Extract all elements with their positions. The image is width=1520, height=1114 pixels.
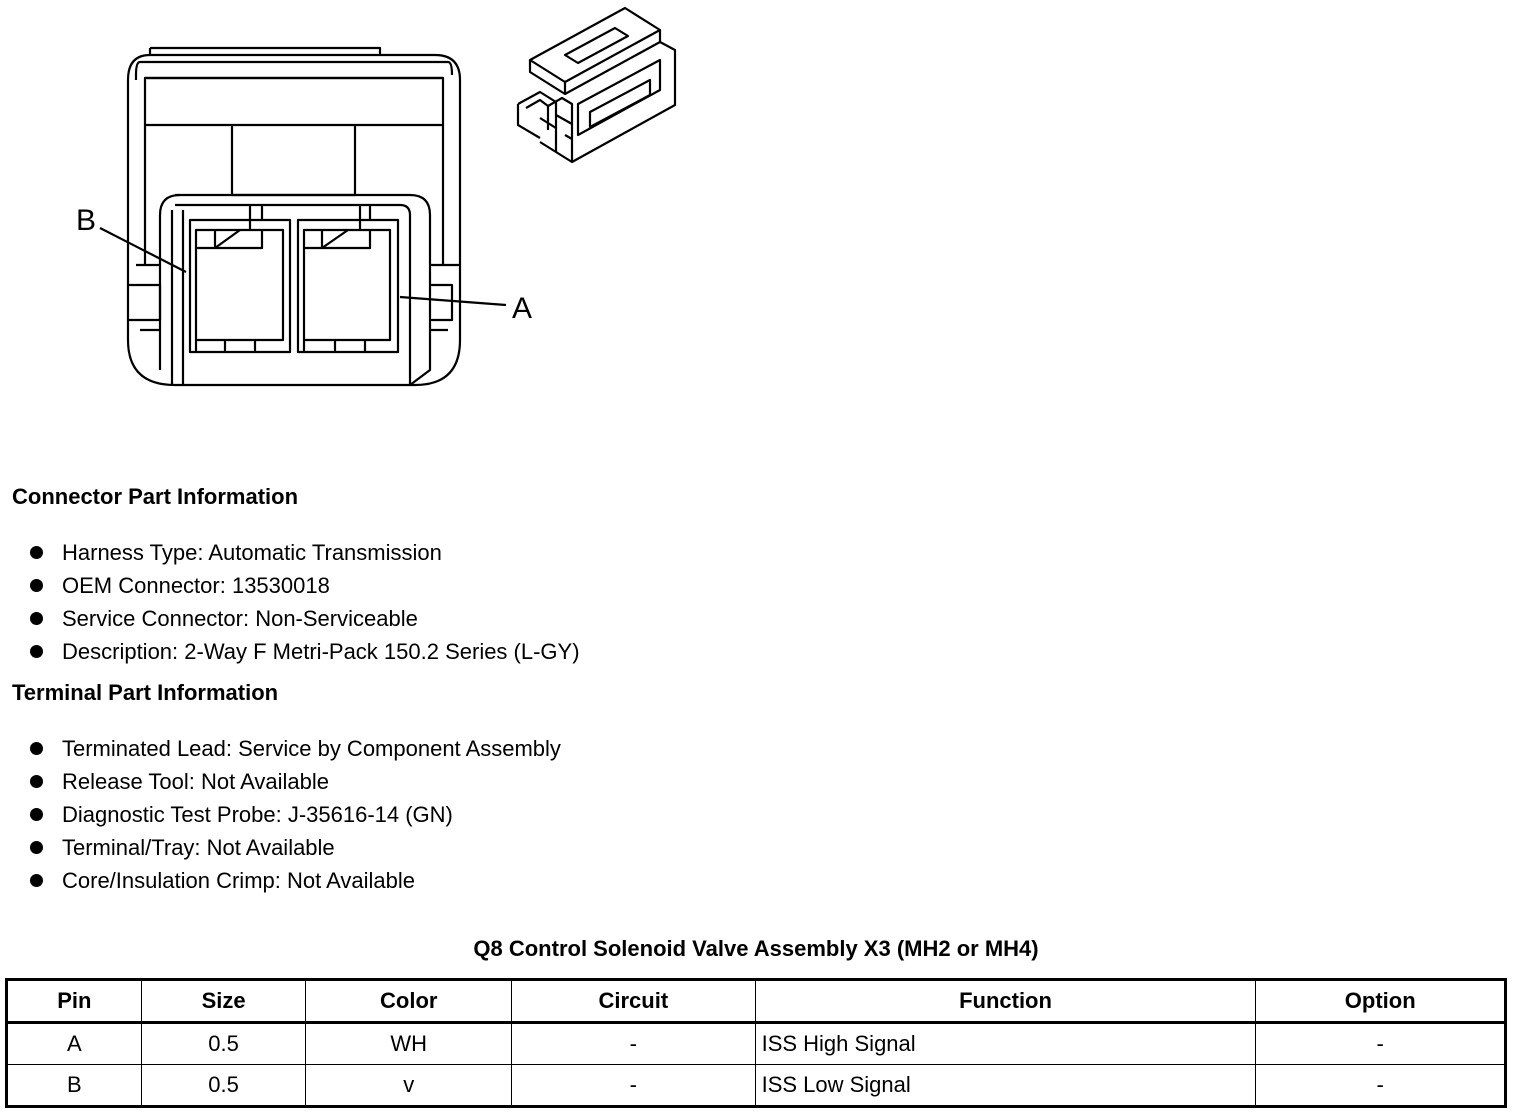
cell-function: ISS Low Signal xyxy=(754,1064,1257,1107)
list-item: Description: 2-Way F Metri-Pack 150.2 Se… xyxy=(28,635,580,668)
bullet-icon xyxy=(30,775,43,788)
cell-option: - xyxy=(1255,1022,1506,1065)
list-item: Harness Type: Automatic Transmission xyxy=(28,536,580,569)
table-row: B 0.5 v - ISS Low Signal - xyxy=(6,1064,1506,1107)
pinout-table-title: Q8 Control Solenoid Valve Assembly X3 (M… xyxy=(473,936,1039,961)
cell-circuit: - xyxy=(511,1064,756,1107)
connector-part-info-list: Harness Type: Automatic Transmission OEM… xyxy=(28,536,580,668)
bullet-icon xyxy=(30,645,43,658)
list-item: Diagnostic Test Probe: J-35616-14 (GN) xyxy=(28,798,561,831)
leader-line-a xyxy=(399,295,507,307)
bullet-icon xyxy=(30,546,43,559)
cell-option: - xyxy=(1255,1064,1506,1107)
column-header-option: Option xyxy=(1255,979,1506,1024)
leader-line-b xyxy=(99,227,187,273)
terminal-part-info-heading: Terminal Part Information xyxy=(12,680,279,705)
pin-label-b: B xyxy=(76,204,96,237)
terminal-part-info-list: Terminated Lead: Service by Component As… xyxy=(28,732,561,897)
pinout-table: Pin Size Color Circuit Function Option A… xyxy=(5,978,1507,1108)
cell-color: WH xyxy=(305,1022,513,1065)
list-item: Service Connector: Non-Serviceable xyxy=(28,602,580,635)
column-header-pin: Pin xyxy=(6,979,142,1024)
bullet-icon xyxy=(30,742,43,755)
cell-size: 0.5 xyxy=(140,1064,307,1107)
bullet-icon xyxy=(30,579,43,592)
cell-pin: B xyxy=(6,1064,142,1107)
bullet-icon xyxy=(30,808,43,821)
column-header-function: Function xyxy=(754,979,1257,1024)
table-row: A 0.5 WH - ISS High Signal - xyxy=(6,1022,1506,1065)
cell-size: 0.5 xyxy=(140,1022,307,1065)
bullet-icon xyxy=(30,874,43,887)
column-header-color: Color xyxy=(305,979,513,1024)
connector-housing xyxy=(126,53,462,387)
list-item: Terminal/Tray: Not Available xyxy=(28,831,561,864)
list-item: Core/Insulation Crimp: Not Available xyxy=(28,864,561,897)
pin-label-a: A xyxy=(512,292,532,325)
bullet-icon xyxy=(30,841,43,854)
connector-face-drawing: B A xyxy=(76,6,677,387)
cell-function: ISS High Signal xyxy=(754,1022,1257,1065)
connector-part-info-heading: Connector Part Information xyxy=(12,484,299,509)
column-header-circuit: Circuit xyxy=(511,979,756,1024)
list-item: Release Tool: Not Available xyxy=(28,765,561,798)
table-header-row: Pin Size Color Circuit Function Option xyxy=(6,979,1506,1024)
connector-isometric-view xyxy=(516,6,677,164)
cell-pin: A xyxy=(6,1022,142,1065)
column-header-size: Size xyxy=(140,979,307,1024)
bullet-icon xyxy=(30,612,43,625)
list-item: OEM Connector: 13530018 xyxy=(28,569,580,602)
list-item: Terminated Lead: Service by Component As… xyxy=(28,732,561,765)
cell-color: v xyxy=(305,1064,513,1107)
cell-circuit: - xyxy=(511,1022,756,1065)
